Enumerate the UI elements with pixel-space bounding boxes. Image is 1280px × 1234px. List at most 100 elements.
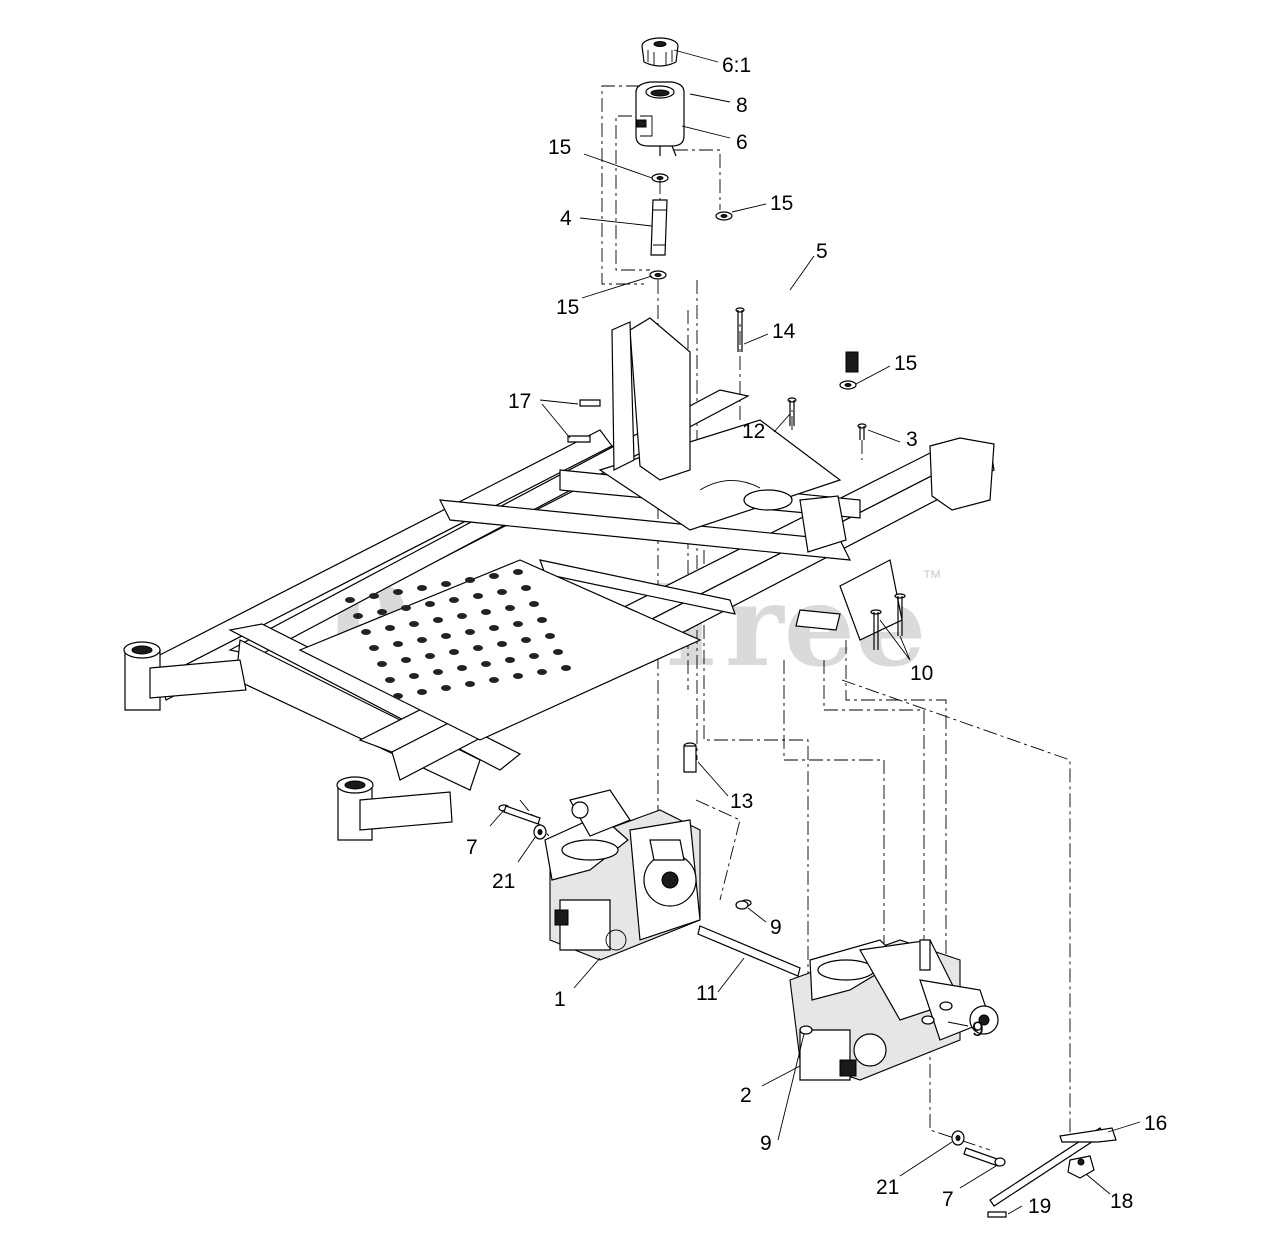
bolt-7-right <box>963 1147 1006 1167</box>
floor-hole <box>401 657 411 663</box>
floor-hole <box>521 585 531 591</box>
floor-hole <box>385 625 395 631</box>
callout-9-c: 9 <box>760 1132 772 1155</box>
floor-hole <box>425 601 435 607</box>
callout-7-b: 7 <box>942 1188 954 1211</box>
floor-hole <box>369 593 379 599</box>
floor-hole <box>481 609 491 615</box>
floor-hole <box>457 613 467 619</box>
callout-2: 2 <box>740 1084 752 1107</box>
floor-hole <box>449 649 459 655</box>
floor-hole <box>489 573 499 579</box>
callout-9-b: 9 <box>972 1018 984 1041</box>
callout-12: 12 <box>742 420 765 443</box>
hose-clamp-upper-left <box>651 173 669 183</box>
callout-15-a: 15 <box>548 136 571 159</box>
reservoir-cap <box>641 37 679 67</box>
washer-21-left <box>533 824 547 840</box>
floor-hole <box>353 613 363 619</box>
callout-15-c: 15 <box>556 296 579 319</box>
hose-clamp-upper-right <box>715 211 733 221</box>
floor-hole <box>465 681 475 687</box>
floor-hole <box>497 641 507 647</box>
floor-hole <box>433 617 443 623</box>
floor-hole <box>537 617 547 623</box>
floor-hole <box>449 597 459 603</box>
floor-hole <box>417 637 427 643</box>
callout-15-d: 15 <box>894 352 917 375</box>
floor-hole <box>433 669 443 675</box>
transmission-left <box>544 789 701 961</box>
callout-10: 10 <box>910 662 933 685</box>
callout-1: 1 <box>554 988 566 1011</box>
floor-hole <box>473 645 483 651</box>
callout-15-b: 15 <box>770 192 793 215</box>
leader-lines <box>489 49 1141 1215</box>
nut-9-lower-right <box>921 1001 953 1025</box>
nut-9-lower-left <box>799 1025 813 1035</box>
floor-hole <box>393 693 403 699</box>
bolt-12 <box>787 397 797 426</box>
floor-hole <box>489 677 499 683</box>
callout-6-1: 6:1 <box>722 54 751 77</box>
callout-13: 13 <box>730 790 753 813</box>
floor-hole <box>409 673 419 679</box>
callout-4: 4 <box>560 207 572 230</box>
pins-17 <box>567 399 601 443</box>
floor-hole <box>513 621 523 627</box>
floor-hole <box>417 585 427 591</box>
watermark-trademark: ™ <box>922 567 942 589</box>
bolt-3 <box>857 423 867 440</box>
callout-18: 18 <box>1110 1190 1133 1213</box>
floor-hole <box>393 641 403 647</box>
floor-hole <box>505 657 515 663</box>
callout-8: 8 <box>736 94 748 117</box>
floor-hole <box>513 569 523 575</box>
reservoir-tank <box>635 81 685 157</box>
floor-hole <box>529 653 539 659</box>
floor-hole <box>425 653 435 659</box>
floor-hole <box>537 669 547 675</box>
bolts-10 <box>870 593 906 650</box>
washer-21-right <box>951 1130 965 1146</box>
hose-clamp-lower-left <box>649 270 667 280</box>
floor-hole <box>441 633 451 639</box>
transmission-right <box>789 939 999 1081</box>
floor-hole <box>505 605 515 611</box>
callout-labels: 6:1 8 6 15 15 4 5 15 14 15 17 12 3 10 13… <box>466 54 1167 1218</box>
callout-21-b: 21 <box>876 1176 899 1199</box>
callout-21-a: 21 <box>492 870 515 893</box>
floor-hole <box>489 625 499 631</box>
hose-clamp-lower-right <box>839 380 857 390</box>
callout-17: 17 <box>508 390 531 413</box>
axle-rod <box>697 899 801 977</box>
floor-hole <box>561 665 571 671</box>
floor-hole <box>473 593 483 599</box>
floor-hole <box>385 677 395 683</box>
mower-frame <box>123 317 995 841</box>
callout-16: 16 <box>1144 1112 1167 1135</box>
floor-hole <box>481 661 491 667</box>
floor-hole <box>497 589 507 595</box>
floor-hole <box>465 577 475 583</box>
callout-11: 11 <box>696 982 718 1005</box>
hose-short <box>650 199 668 256</box>
bolt-14 <box>735 307 745 352</box>
floor-hole <box>377 609 387 615</box>
callout-3: 3 <box>906 428 918 451</box>
hose-long <box>716 230 859 373</box>
floor-hole <box>529 601 539 607</box>
callout-19: 19 <box>1028 1195 1051 1218</box>
floor-hole <box>465 629 475 635</box>
floor-hole <box>545 633 555 639</box>
floor-hole <box>401 605 411 611</box>
floor-hole <box>553 649 563 655</box>
floor-hole <box>441 685 451 691</box>
floor-hole <box>409 621 419 627</box>
callout-9-a: 9 <box>770 916 782 939</box>
floor-hole <box>393 589 403 595</box>
bracket-16 <box>989 1127 1117 1207</box>
pin-19 <box>987 1211 1007 1218</box>
knob-18 <box>1067 1155 1095 1179</box>
